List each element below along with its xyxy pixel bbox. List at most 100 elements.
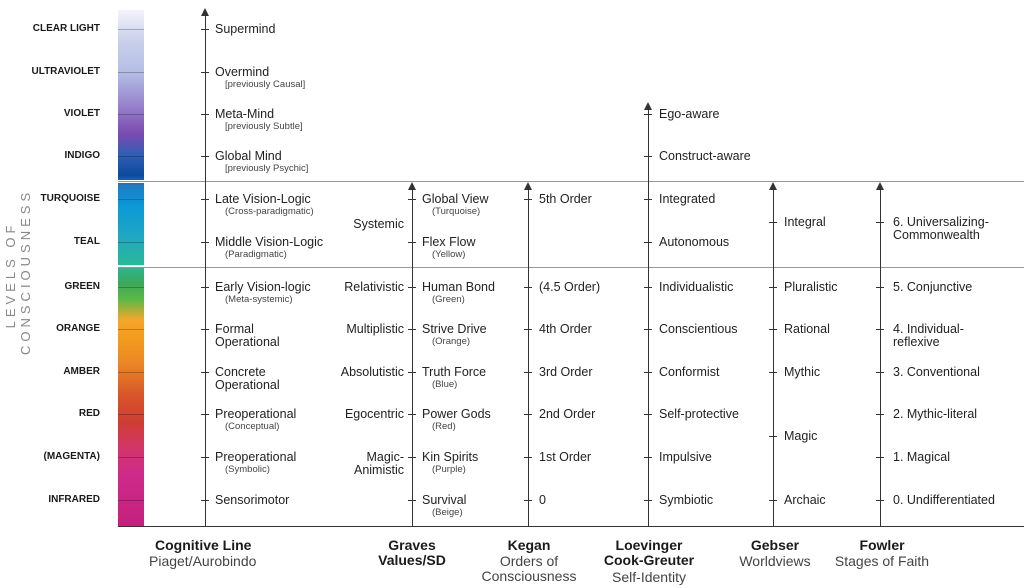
cognitive-stage: Preoperational(Conceptual) bbox=[215, 408, 296, 433]
level-tick bbox=[118, 114, 144, 115]
gebser-stage: Mythic bbox=[784, 365, 821, 379]
level-tick bbox=[118, 329, 144, 330]
graves-left-label: Magic- Animistic bbox=[353, 450, 404, 477]
gebser-axis bbox=[773, 190, 774, 526]
kegan-stage: 5th Order bbox=[539, 192, 592, 206]
cognitive-stage: Global Mind[previously Psychic] bbox=[215, 149, 308, 175]
fowler-footer-subtitle: Stages of Faith bbox=[834, 553, 930, 569]
loevinger-stage: Ego-aware bbox=[659, 107, 720, 121]
fowler-stage: 2. Mythic-literal bbox=[893, 407, 978, 421]
graves-left-label: Egocentric bbox=[344, 407, 404, 421]
color-spectrum-bar bbox=[118, 10, 144, 526]
level-label: TEAL bbox=[73, 236, 100, 247]
loevinger-stage: Construct-aware bbox=[659, 149, 751, 163]
cognitive-stage: Formal Operational bbox=[215, 323, 280, 349]
axis-tick bbox=[524, 372, 532, 373]
axis-tick bbox=[769, 372, 777, 373]
graves-left-label: Relativistic bbox=[344, 280, 404, 294]
axis-tick bbox=[644, 500, 652, 501]
gebser-stage: Magic bbox=[784, 429, 818, 443]
axis-tick bbox=[408, 500, 416, 501]
axis-tick bbox=[201, 72, 209, 73]
fowler-stage: 1. Magical bbox=[893, 450, 950, 464]
fowler-arrow-icon bbox=[876, 182, 884, 190]
loevinger-stage: Conscientious bbox=[659, 322, 738, 336]
graves-stage-label: Global View bbox=[422, 192, 489, 206]
axis-tick bbox=[876, 222, 884, 223]
loevinger-stage: Autonomous bbox=[659, 235, 730, 249]
kegan-footer-subtitle: Orders of Consciousness bbox=[481, 553, 577, 584]
level-label: TURQUOISE bbox=[40, 193, 100, 204]
axis-tick bbox=[644, 414, 652, 415]
axis-tick bbox=[769, 287, 777, 288]
level-tick bbox=[118, 156, 144, 157]
loevinger-footer-subtitle: Self-Identity bbox=[612, 569, 686, 585]
axis-tick bbox=[524, 457, 532, 458]
axis-tick bbox=[201, 114, 209, 115]
axis-tick bbox=[876, 500, 884, 501]
fowler-stage: 4. Individual- reflexive bbox=[893, 322, 964, 349]
cognitive-stage-label: Middle Vision-Logic bbox=[215, 235, 324, 249]
cognitive-arrow-icon bbox=[201, 8, 209, 16]
gebser-arrow-icon bbox=[769, 182, 777, 190]
graves-left-label: Multiplistic bbox=[346, 322, 404, 336]
cognitive-stage-sublabel: [previously Subtle] bbox=[225, 121, 303, 132]
cognitive-stage: Concrete Operational bbox=[215, 366, 280, 392]
kegan-stage: 3rd Order bbox=[539, 365, 593, 379]
kegan-stage: 0 bbox=[539, 493, 546, 507]
cognitive-stage-label: Sensorimotor bbox=[215, 493, 290, 507]
axis-tick bbox=[408, 457, 416, 458]
loevinger-arrow-icon bbox=[644, 102, 652, 110]
axis-tick bbox=[769, 436, 777, 437]
spectrum-gap bbox=[118, 265, 144, 268]
graves-stage-sublabel: (Green) bbox=[432, 294, 465, 305]
cognitive-stage-label: Concrete Operational bbox=[215, 365, 280, 392]
cognitive-stage: Late Vision-Logic(Cross-paradigmatic) bbox=[215, 193, 314, 218]
graves-stage-sublabel: (Orange) bbox=[432, 336, 471, 347]
axis-tick bbox=[524, 199, 532, 200]
axis-tick bbox=[408, 414, 416, 415]
graves-stage-label: Strive Drive bbox=[422, 322, 487, 336]
level-label: ORANGE bbox=[56, 323, 100, 334]
graves-stage: Survival(Beige) bbox=[422, 493, 467, 519]
loevinger-stage: Self-protective bbox=[659, 407, 739, 421]
graves-stage-sublabel: (Purple) bbox=[432, 464, 466, 475]
fowler-stage: 6. Universalizing- Commonwealth bbox=[893, 215, 989, 242]
axis-tick bbox=[644, 156, 652, 157]
gebser-stage: Rational bbox=[784, 322, 830, 336]
axis-tick bbox=[769, 222, 777, 223]
graves-stage: Global View(Turquoise) bbox=[422, 192, 489, 218]
tier-divider-bottom bbox=[118, 267, 1024, 268]
cognitive-stage-label: Global Mind bbox=[215, 149, 282, 163]
gebser-stage: Integral bbox=[784, 215, 826, 229]
kegan-arrow-icon bbox=[524, 182, 532, 190]
graves-arrow-icon bbox=[408, 182, 416, 190]
graves-axis bbox=[412, 190, 413, 526]
axis-tick bbox=[201, 457, 209, 458]
fowler-stage: 0. Undifferentiated bbox=[893, 493, 995, 507]
graves-stage: Kin Spirits(Purple) bbox=[422, 450, 479, 476]
loevinger-stage: Conformist bbox=[659, 365, 720, 379]
kegan-stage: 1st Order bbox=[539, 450, 592, 464]
axis-tick bbox=[408, 329, 416, 330]
level-tick bbox=[118, 372, 144, 373]
gebser-footer-subtitle: Worldviews bbox=[739, 553, 811, 569]
graves-stage-label: Survival bbox=[422, 493, 467, 507]
level-label: INDIGO bbox=[64, 150, 100, 161]
loevinger-stage: Impulsive bbox=[659, 450, 712, 464]
axis-tick bbox=[201, 372, 209, 373]
fowler-stage: 5. Conjunctive bbox=[893, 280, 973, 294]
axis-tick bbox=[201, 29, 209, 30]
cognitive-stage-sublabel: (Conceptual) bbox=[225, 421, 280, 432]
graves-stage-label: Kin Spirits bbox=[422, 450, 479, 464]
cognitive-stage-sublabel: [previously Causal] bbox=[225, 79, 306, 90]
axis-tick bbox=[524, 500, 532, 501]
axis-tick bbox=[876, 329, 884, 330]
level-label: GREEN bbox=[64, 281, 100, 292]
graves-stage-sublabel: (Blue) bbox=[432, 379, 458, 390]
level-tick bbox=[118, 457, 144, 458]
graves-stage-label: Power Gods bbox=[422, 407, 491, 421]
axis-tick bbox=[876, 414, 884, 415]
graves-stage-label: Flex Flow bbox=[422, 235, 476, 249]
cognitive-stage: Supermind bbox=[215, 23, 275, 36]
